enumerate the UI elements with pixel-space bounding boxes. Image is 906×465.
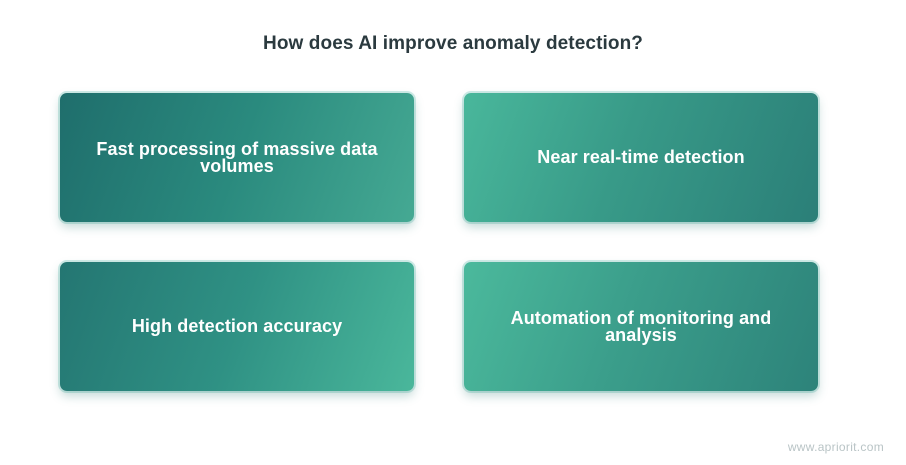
- card-label: High detection accuracy: [131, 316, 343, 336]
- card-label: Fast processing of massive data volumes: [96, 138, 378, 176]
- website-watermark: www.apriorit.com: [787, 440, 884, 454]
- benefit-card-fast-processing: Fast processing of massive data volumes: [60, 93, 414, 222]
- card-label: Near real-time detection: [537, 147, 745, 167]
- card-label: Automation of monitoring and analysis: [510, 307, 772, 345]
- benefit-card-real-time-detection: Near real-time detection: [464, 93, 818, 222]
- benefit-card-automation: Automation of monitoring and analysis: [464, 262, 818, 391]
- benefit-card-detection-accuracy: High detection accuracy: [60, 262, 414, 391]
- diagram-title: How does AI improve anomaly detection?: [263, 33, 643, 54]
